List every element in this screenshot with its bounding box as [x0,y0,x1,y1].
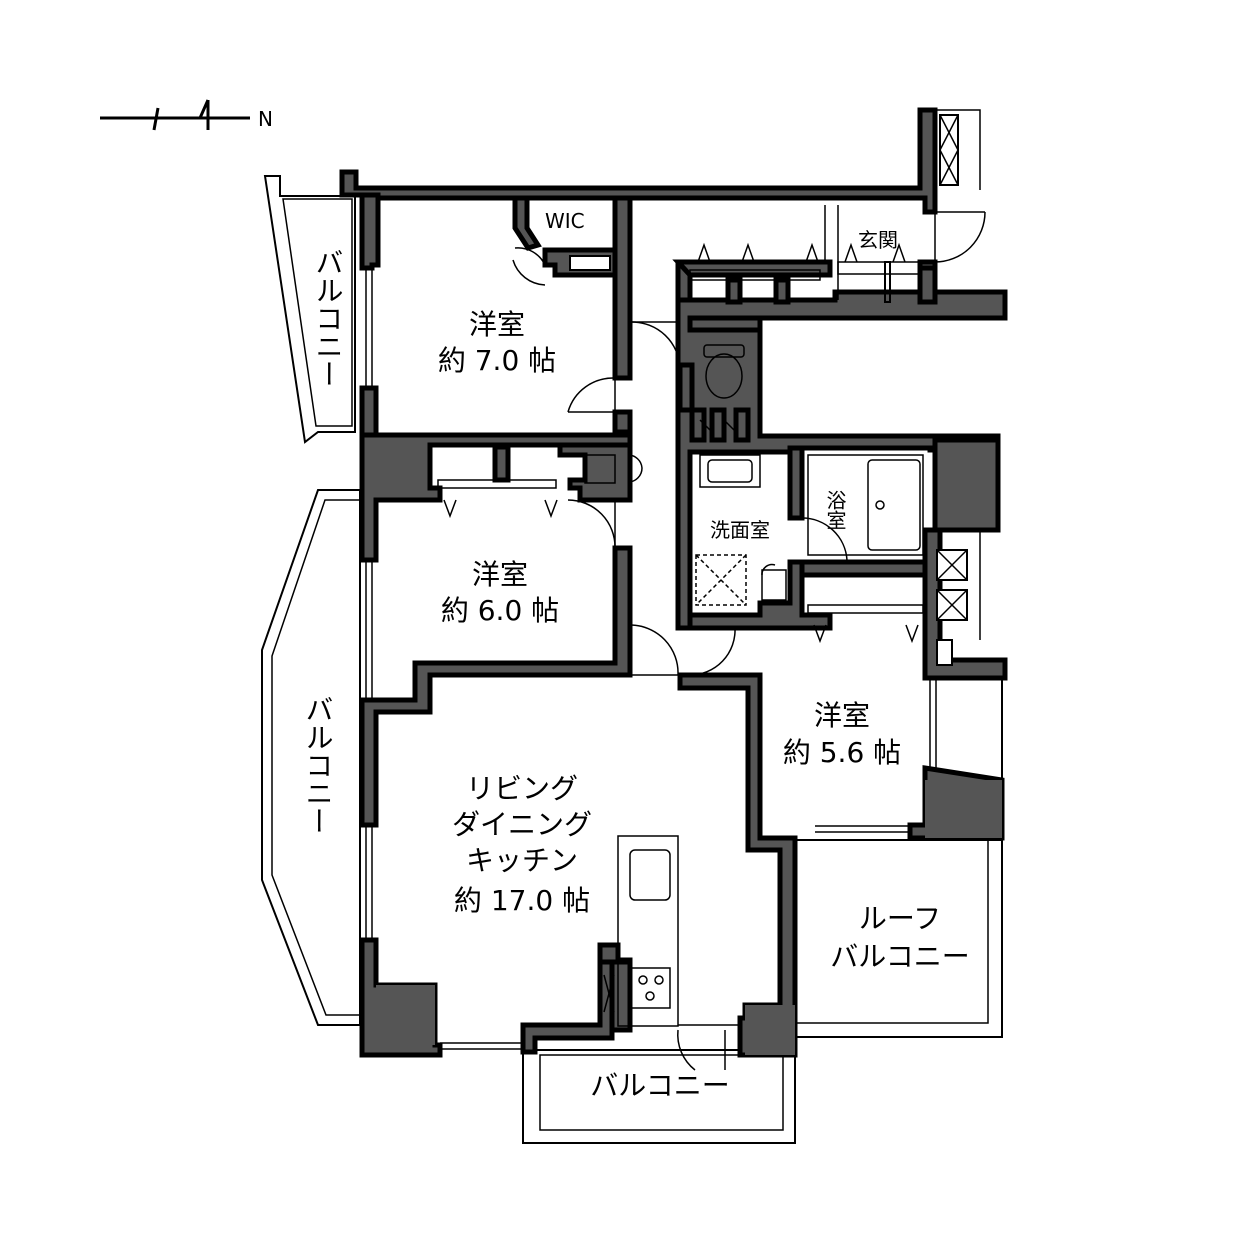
fixtures [365,114,986,1071]
balcony-west-upper-label: バルコニー [312,248,345,388]
wic-label: WIC [545,209,585,233]
room1-name: 洋室 [469,308,525,341]
room1-size: 約 7.0 帖 [438,344,556,377]
balcony-south-label: バルコニー [590,1069,729,1102]
room2-size: 約 6.0 帖 [441,594,559,627]
north-label: N [258,107,273,131]
ldk-line1: リビング [466,772,578,805]
roof-balcony [794,839,1003,1038]
roof-balcony-line2: バルコニー [830,940,969,973]
entrance-label: 玄関 [858,228,898,252]
bath-label: 浴室 [823,490,847,530]
roof-balcony-line1: ルーフ [859,902,941,935]
washroom-label: 洗面室 [710,518,770,542]
north-arrow-icon: N [100,99,273,131]
room2-name: 洋室 [472,558,528,591]
ldk-size: 約 17.0 帖 [454,884,590,917]
walls [339,107,1008,1058]
balcony-south [522,1049,796,1144]
ldk-line3: キッチン [466,844,578,877]
room3-size: 約 5.6 帖 [783,736,901,769]
room3-name: 洋室 [814,699,870,732]
balcony-west-lower-label: バルコニー [302,695,335,835]
labels: WIC 玄関 洋室 約 7.0 帖 洋室 約 6.0 帖 洋室 約 5.6 帖 … [302,209,970,1102]
ldk-line2: ダイニング [452,808,592,841]
